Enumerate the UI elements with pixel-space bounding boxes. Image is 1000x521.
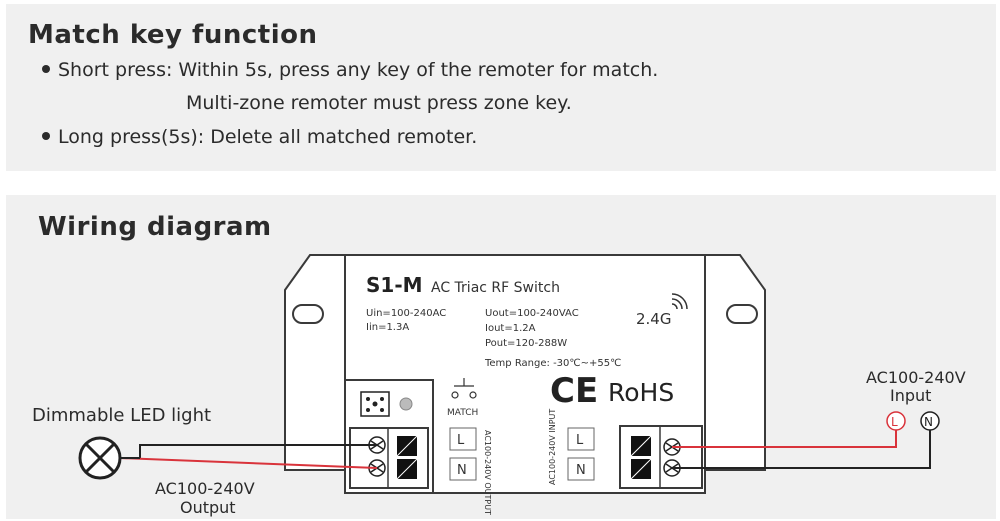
ce-mark: CE	[550, 371, 598, 411]
match-switch-icon	[451, 378, 477, 399]
left-mount-slot	[292, 304, 324, 324]
match-label: MATCH	[447, 408, 478, 418]
input-port-n-label: N	[576, 463, 586, 478]
output-port-l	[449, 427, 477, 451]
spec-iout: Iout=1.2A	[485, 323, 536, 334]
device-name: AC Triac RF Switch	[431, 280, 560, 296]
line-terminal-label: L	[891, 415, 898, 429]
led-light-label: Dimmable LED light	[32, 405, 211, 426]
output-voltage-label: AC100-240V	[155, 479, 255, 498]
rohs-mark: RoHS	[608, 378, 674, 407]
wiring-title: Wiring diagram	[38, 212, 272, 242]
input-voltage-label: AC100-240V	[866, 368, 966, 387]
spec-pout: Pout=120-288W	[485, 338, 567, 349]
rf-label: 2.4G	[636, 310, 671, 328]
input-port-l	[567, 427, 595, 451]
output-label: Output	[180, 498, 236, 517]
long-press-text: Long press(5s): Delete all matched remot…	[58, 126, 478, 148]
spec-uin: Uin=100-240AC	[366, 308, 446, 319]
output-port-n-label: N	[457, 463, 467, 478]
input-label: Input	[890, 386, 931, 405]
right-mounting-ear	[704, 254, 766, 471]
input-port-label: AC100-240V INPUT	[548, 409, 557, 485]
right-mount-slot	[726, 304, 758, 324]
neutral-terminal-icon	[920, 411, 940, 431]
long-press-item: Long press(5s): Delete all matched remot…	[42, 126, 477, 148]
multi-zone-text: Multi-zone remoter must press zone key.	[186, 92, 572, 114]
short-press-item: Short press: Within 5s, press any key of…	[42, 59, 658, 81]
output-wire-red	[118, 457, 378, 469]
wireless-signal-icon	[671, 293, 688, 310]
led-indicator	[399, 397, 413, 411]
input-wire-black	[672, 430, 931, 469]
input-port-n	[567, 457, 595, 481]
match-key-panel	[6, 4, 996, 171]
match-key-title: Match key function	[28, 20, 318, 50]
output-port-l-label: L	[457, 433, 465, 448]
short-press-text: Short press: Within 5s, press any key of…	[58, 59, 659, 81]
bullet-icon	[42, 64, 50, 73]
line-terminal-icon	[886, 411, 906, 431]
device-model: S1-M	[366, 273, 423, 297]
spec-iin: Iin=1.3A	[366, 322, 409, 333]
neutral-terminal-label: N	[924, 415, 933, 429]
bullet-icon	[42, 131, 50, 140]
input-port-l-label: L	[576, 433, 584, 448]
output-port-label: AC100-240V OUTPUT	[483, 430, 492, 515]
output-wire-black	[139, 444, 377, 458]
spec-temp: Temp Range: -30℃~+55℃	[484, 358, 621, 369]
left-mounting-ear	[284, 254, 346, 471]
output-port-n	[449, 457, 477, 481]
input-wire-red	[672, 430, 897, 448]
spec-uout: Uout=100-240VAC	[485, 308, 579, 319]
